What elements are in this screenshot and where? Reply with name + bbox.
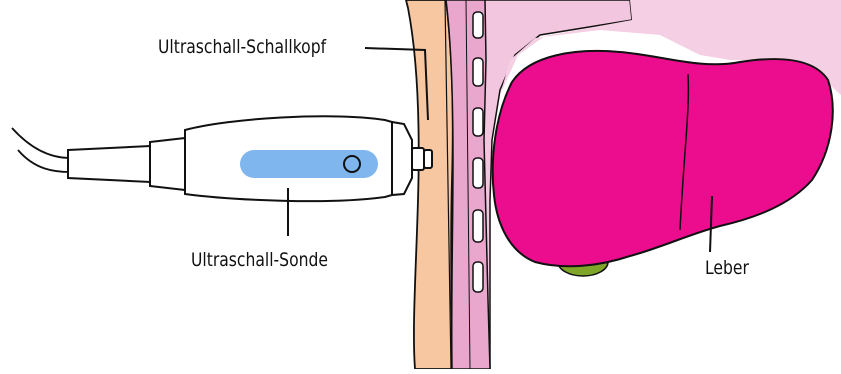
liver-shape: [493, 51, 833, 266]
label-liver: Leber: [705, 259, 749, 278]
label-probe: Ultraschall-Sonde: [191, 251, 328, 270]
label-transducer-head: Ultraschall-Schallkopf: [158, 38, 326, 57]
probe-window: [240, 150, 378, 178]
